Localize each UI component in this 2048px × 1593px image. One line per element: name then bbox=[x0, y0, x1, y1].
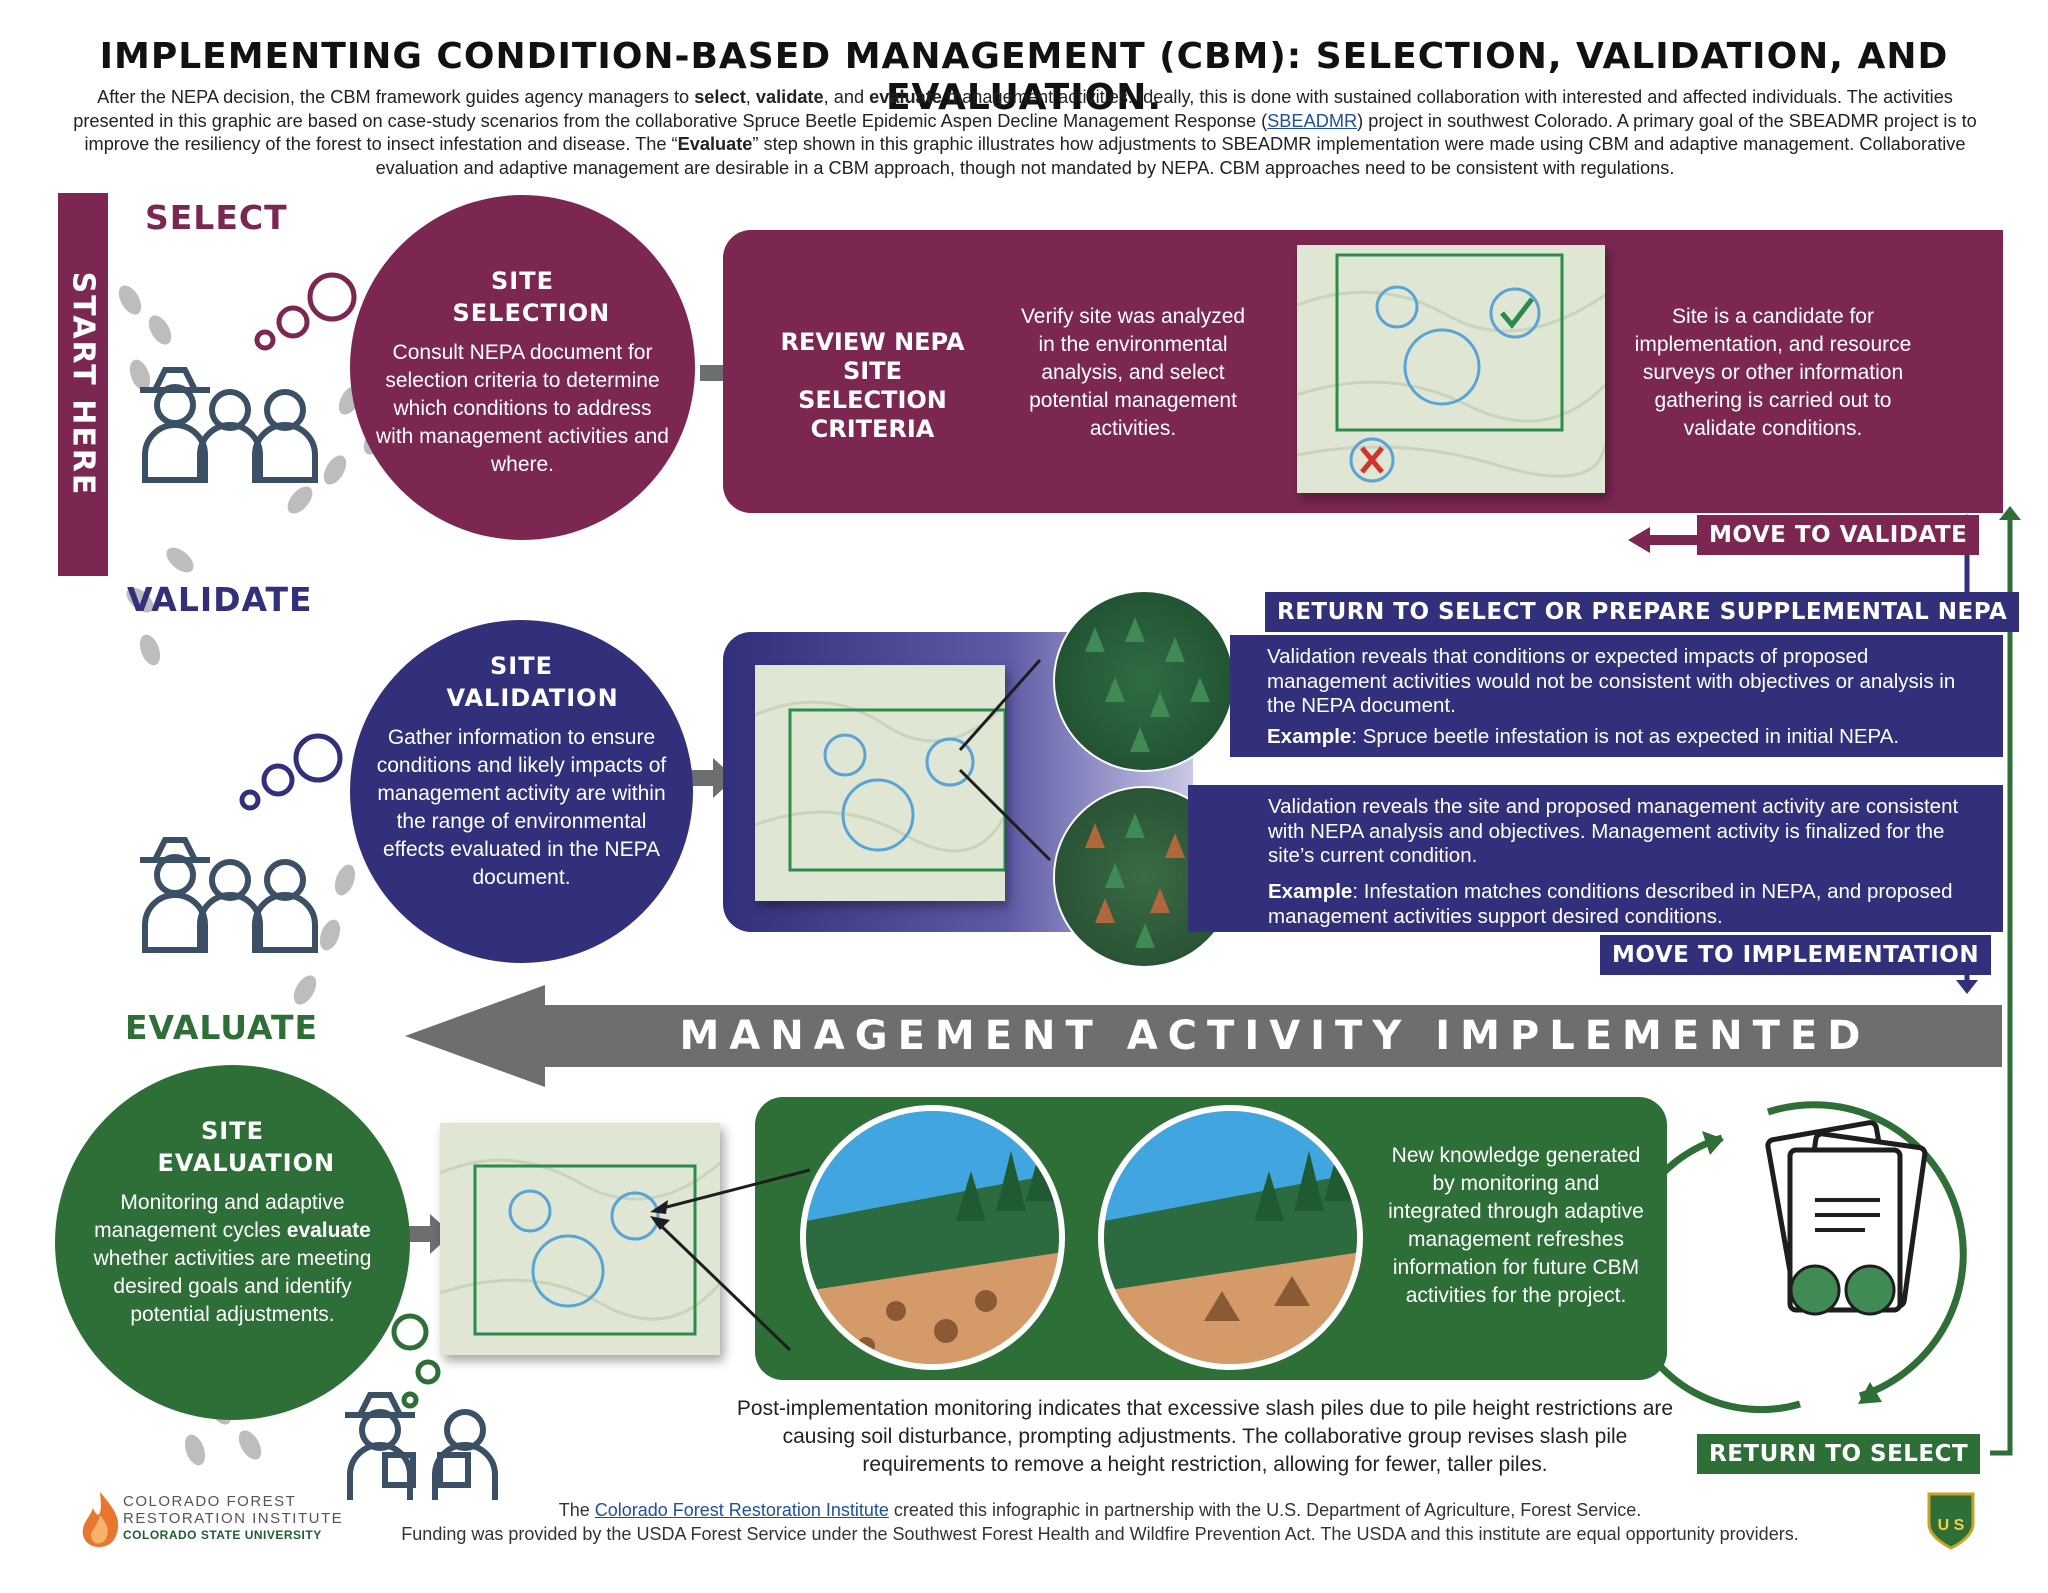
return-to-select-button[interactable]: RETURN TO SELECT bbox=[1697, 1434, 1981, 1474]
site-evaluation-body: Monitoring and adaptive management cycle… bbox=[93, 1191, 372, 1326]
site-evaluation-circle: SITE EVALUATION Monitoring and adaptive … bbox=[55, 1065, 410, 1420]
validate-map bbox=[755, 665, 1005, 901]
cfri-logo bbox=[75, 1490, 125, 1550]
forest-service-badge: U S bbox=[1927, 1490, 1975, 1550]
implemented-banner: MANAGEMENT ACTIVITY IMPLEMENTED bbox=[679, 1013, 1871, 1059]
monitoring-text: Post-implementation monitoring indicates… bbox=[736, 1397, 1674, 1476]
people-icon-select bbox=[140, 367, 318, 483]
site-validation-title: SITE VALIDATION bbox=[446, 652, 619, 712]
intro-paragraph: After the NEPA decision, the CBM framewo… bbox=[73, 87, 1977, 178]
case2-example: Example: Infestation matches conditions … bbox=[1268, 880, 1953, 928]
return-to-select-nepa-button[interactable]: RETURN TO SELECT OR PREPARE SUPPLEMENTAL… bbox=[1265, 592, 2020, 632]
move-to-implementation-button[interactable]: MOVE TO IMPLEMENTATION bbox=[1600, 935, 1992, 975]
implemented-arrow bbox=[405, 985, 2002, 1087]
people-icon-evaluate bbox=[345, 1392, 498, 1500]
site-validation-circle: SITE VALIDATION Gather information to en… bbox=[350, 620, 693, 963]
case2-text: Validation reveals the site and proposed… bbox=[1268, 795, 1959, 867]
start-here-label: START HERE bbox=[65, 271, 101, 497]
site-validation-body: Gather information to ensure conditions … bbox=[376, 726, 667, 889]
forest-healthy-image bbox=[1055, 592, 1233, 770]
validate-section-label: VALIDATE bbox=[127, 580, 313, 619]
page-title: IMPLEMENTING CONDITION-BASED MANAGEMENT … bbox=[99, 36, 1949, 118]
footer: The Colorado Forest Restoration Institut… bbox=[401, 1500, 1799, 1544]
flame-icon bbox=[82, 1492, 119, 1547]
slash-piles-image-1 bbox=[800, 1105, 1065, 1370]
review-nepa-title: REVIEW NEPA SITE SELECTION CRITERIA bbox=[780, 328, 965, 443]
candidate-text: Site is a candidate for implementation, … bbox=[1634, 305, 1912, 440]
select-section-label: SELECT bbox=[145, 198, 288, 237]
start-here-bar: START HERE bbox=[58, 193, 108, 576]
site-selection-body: Consult NEPA document for selection crit… bbox=[376, 341, 669, 476]
verify-site-text: Verify site was analyzed in the environm… bbox=[1020, 305, 1246, 440]
knowledge-text: New knowledge generated by monitoring an… bbox=[1388, 1144, 1644, 1307]
badge-text: U S bbox=[1938, 1517, 1965, 1534]
cfri-link[interactable]: Colorado Forest Restoration Institute bbox=[594, 1500, 889, 1520]
validate-case2-panel: Validation reveals the site and proposed… bbox=[1188, 785, 2003, 932]
site-selection-title: SITE SELECTION bbox=[452, 267, 611, 327]
move-to-validate-button[interactable]: MOVE TO VALIDATE bbox=[1697, 515, 1980, 555]
site-evaluation-title: SITE EVALUATION bbox=[157, 1117, 336, 1177]
select-map bbox=[1297, 245, 1605, 493]
evaluate-section-label: EVALUATE bbox=[125, 1008, 319, 1047]
callout-lines bbox=[958, 659, 1052, 862]
documents-icon bbox=[1765, 1120, 1928, 1316]
case1-text: Validation reveals that conditions or ex… bbox=[1267, 645, 1956, 717]
sbeadmr-link[interactable]: SBEADMR bbox=[1267, 110, 1358, 131]
people-icon-validate bbox=[140, 837, 318, 953]
footprints-icon bbox=[118, 285, 387, 1466]
slash-piles-image-2 bbox=[1098, 1105, 1363, 1370]
case1-example: Example: Spruce beetle infestation is no… bbox=[1267, 725, 1900, 748]
cfri-logo-text: COLORADO FOREST RESTORATION INSTITUTE CO… bbox=[123, 1493, 344, 1542]
site-selection-circle: SITE SELECTION Consult NEPA document for… bbox=[350, 195, 695, 540]
evaluate-callout-lines bbox=[650, 1168, 811, 1352]
validate-case1-panel: Validation reveals that conditions or ex… bbox=[1230, 635, 2003, 757]
